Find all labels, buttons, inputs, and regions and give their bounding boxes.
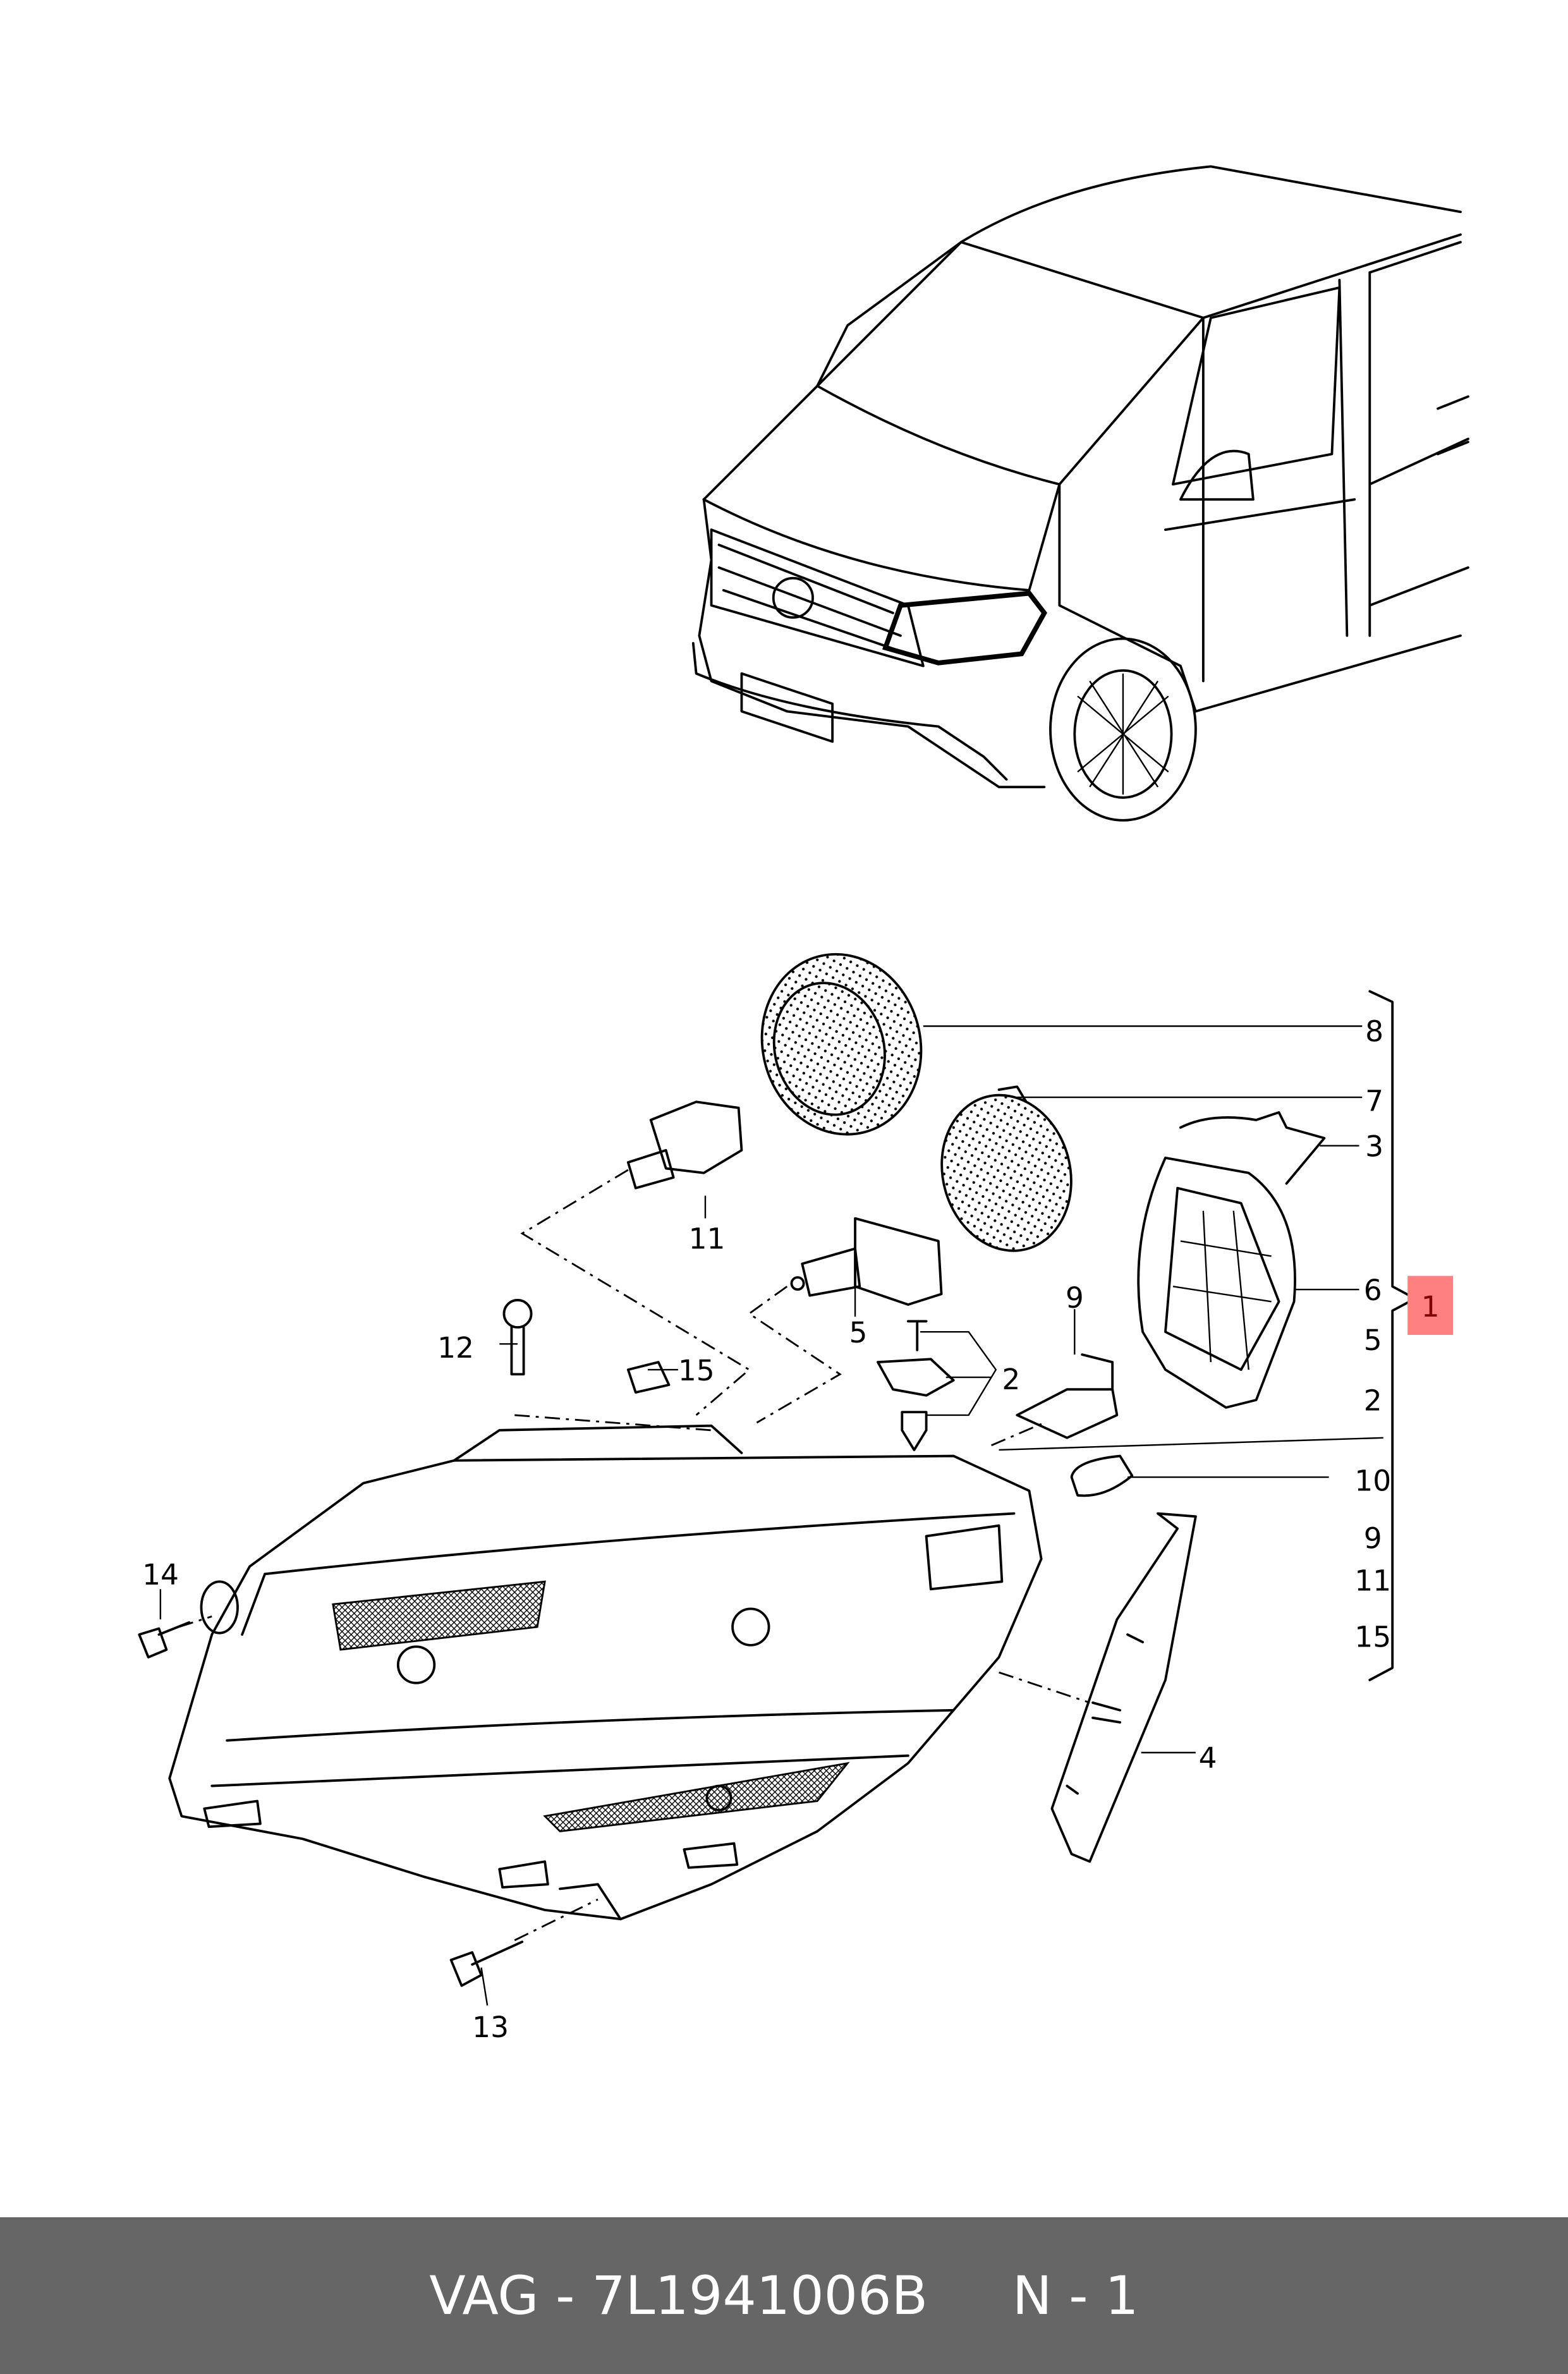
callout-11-list: 11 bbox=[1354, 1564, 1391, 1598]
parts-diagram: 8 7 3 6 5 2 10 9 11 15 1 11 5 9 2 12 15 … bbox=[138, 165, 1469, 2044]
callout-9-list: 9 bbox=[1364, 1522, 1382, 1555]
callout-15: 15 bbox=[678, 1354, 715, 1387]
callout-15-list: 15 bbox=[1354, 1620, 1391, 1653]
footer-brand: VAG bbox=[429, 2265, 539, 2327]
callout-5: 5 bbox=[849, 1316, 867, 1349]
callout-9: 9 bbox=[1066, 1281, 1084, 1315]
footer-note: N - 1 bbox=[1012, 2265, 1139, 2327]
callout-labels: 8 7 3 6 5 2 10 9 11 15 1 11 5 9 2 12 15 … bbox=[142, 1014, 1440, 2044]
leader-lines bbox=[159, 1025, 1383, 2006]
callout-5-list: 5 bbox=[1364, 1324, 1382, 1357]
callout-2-list: 2 bbox=[1364, 1384, 1382, 1418]
callout-7: 7 bbox=[1365, 1085, 1383, 1118]
callout-13: 13 bbox=[472, 2011, 509, 2044]
footer-separator: - bbox=[556, 2265, 575, 2327]
callout-11: 11 bbox=[689, 1222, 726, 1255]
van-illustration bbox=[691, 165, 1469, 822]
callout-4: 4 bbox=[1199, 1741, 1217, 1775]
highlight-box bbox=[1407, 1275, 1453, 1335]
callout-8: 8 bbox=[1365, 1014, 1383, 1048]
parts bbox=[138, 953, 1326, 1987]
footer-part-number: 7L1941006B bbox=[592, 2265, 928, 2327]
callout-14: 14 bbox=[142, 1558, 179, 1592]
callout-1-highlighted[interactable]: 1 bbox=[1421, 1290, 1440, 1324]
callout-2: 2 bbox=[1002, 1363, 1020, 1396]
callout-3-bracket: 3 bbox=[1365, 1129, 1383, 1163]
callout-6: 6 bbox=[1364, 1274, 1382, 1307]
part-number-footer: VAG - 7L1941006B N - 1 bbox=[0, 2217, 1568, 2374]
callout-10: 10 bbox=[1354, 1464, 1391, 1498]
callout-12: 12 bbox=[437, 1331, 474, 1365]
